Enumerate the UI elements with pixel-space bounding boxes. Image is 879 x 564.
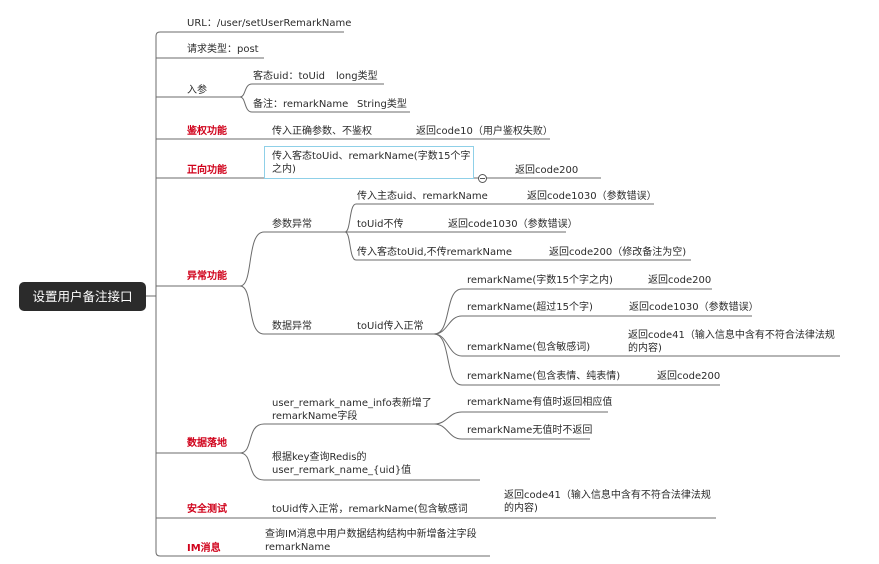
param-touid[interactable]: 客态uid：toUid: [253, 71, 325, 82]
positive-result[interactable]: 返回code200: [515, 165, 579, 176]
security-category[interactable]: 安全测试: [187, 504, 227, 515]
data-exception-result-3[interactable]: 返回code41（输入信息中含有不符合法律法规的内容): [628, 330, 835, 354]
security-result[interactable]: 返回code41（输入信息中含有不符合法律法规的内容): [504, 490, 711, 514]
storage-has-value[interactable]: remarkName有值时返回相应值: [467, 397, 613, 408]
data-exception-group[interactable]: 数据异常: [272, 321, 312, 332]
param-exception-group[interactable]: 参数异常: [272, 219, 312, 230]
storage-no-value[interactable]: remarkName无值时不返回: [467, 425, 593, 436]
url-node[interactable]: URL：/user/setUserRemarkName: [187, 18, 352, 29]
auth-input[interactable]: 传入正确参数、不鉴权: [272, 126, 372, 137]
data-exception-result-2[interactable]: 返回code1030（参数错误）: [629, 302, 759, 313]
storage-redis-note[interactable]: 根据key查询Redis的user_remark_name_{uid}值: [272, 452, 412, 476]
positive-category[interactable]: 正向功能: [187, 165, 227, 176]
im-note[interactable]: 查询IM消息中用户数据结构结构中新增备注字段remarkName: [265, 529, 477, 553]
param-remarkname[interactable]: 备注：remarkName: [253, 99, 349, 110]
storage-category[interactable]: 数据落地: [187, 438, 227, 449]
collapse-toggle-icon[interactable]: [478, 174, 487, 183]
param-exception-result-1[interactable]: 返回code1030（参数错误）: [527, 191, 657, 202]
auth-result[interactable]: 返回code10（用户鉴权失败）: [416, 126, 553, 137]
param-exception-input-1[interactable]: 传入主态uid、remarkName: [357, 191, 488, 202]
storage-table-note[interactable]: user_remark_name_info表新增了remarkName字段: [272, 398, 432, 422]
param-exception-input-2[interactable]: toUid不传: [357, 219, 404, 230]
positive-input[interactable]: 传入客态toUid、remarkName(字数15个字之内): [272, 151, 471, 175]
selected-node-frame[interactable]: [264, 146, 474, 179]
data-exception-result-1[interactable]: 返回code200: [648, 275, 712, 286]
param-remarkname-type[interactable]: String类型: [357, 99, 407, 110]
data-exception-sub[interactable]: toUid传入正常: [357, 321, 424, 332]
data-exception-input-2[interactable]: remarkName(超过15个字): [467, 302, 593, 313]
root-node[interactable]: 设置用户备注接口: [19, 282, 146, 311]
im-category[interactable]: IM消息: [187, 543, 221, 554]
data-exception-input-4[interactable]: remarkName(包含表情、纯表情): [467, 371, 621, 382]
params-node[interactable]: 入参: [187, 85, 207, 96]
security-input[interactable]: toUid传入正常，remarkName(包含敏感词: [272, 504, 468, 515]
exception-category[interactable]: 异常功能: [187, 271, 227, 282]
request-type-node[interactable]: 请求类型：post: [187, 44, 259, 55]
data-exception-input-3[interactable]: remarkName(包含敏感词): [467, 342, 591, 353]
param-exception-input-3[interactable]: 传入客态toUid,不传remarkName: [357, 247, 512, 258]
param-touid-type[interactable]: long类型: [336, 71, 378, 82]
data-exception-result-4[interactable]: 返回code200: [657, 371, 721, 382]
param-exception-result-2[interactable]: 返回code1030（参数错误）: [448, 219, 578, 230]
data-exception-input-1[interactable]: remarkName(字数15个字之内): [467, 275, 613, 286]
auth-category[interactable]: 鉴权功能: [187, 126, 227, 137]
param-exception-result-3[interactable]: 返回code200（修改备注为空): [549, 247, 687, 258]
